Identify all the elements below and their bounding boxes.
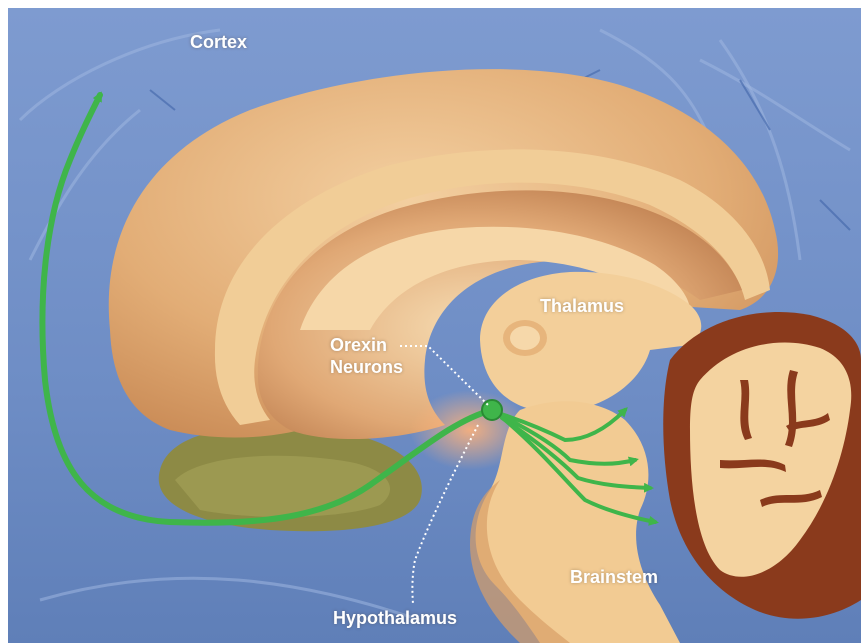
label-orexin-line2: Neurons: [330, 356, 403, 378]
label-orexin-line1: Orexin: [330, 334, 403, 356]
label-thalamus: Thalamus: [540, 295, 624, 317]
label-cortex: Cortex: [190, 31, 247, 53]
orexin-neuron-node: [482, 400, 502, 420]
label-orexin-neurons: Orexin Neurons: [330, 334, 403, 378]
label-brainstem: Brainstem: [570, 566, 658, 588]
label-hypothalamus: Hypothalamus: [333, 607, 457, 629]
